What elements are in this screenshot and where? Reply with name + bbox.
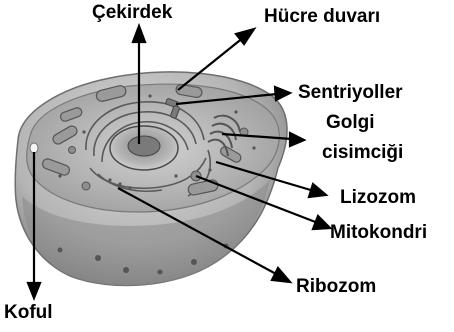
arrow-head-mitochondria xyxy=(313,216,330,229)
arrow-head-nucleus xyxy=(133,26,145,42)
label-golgi-line2: cisimciği xyxy=(322,140,403,166)
label-nucleus: Çekirdek xyxy=(92,2,172,24)
arrow-head-golgi xyxy=(290,133,304,146)
nucleus xyxy=(110,126,178,170)
vacuole xyxy=(30,143,38,153)
label-lysosome: Lizozom xyxy=(340,187,416,209)
label-centrioles: Sentriyoller xyxy=(298,82,403,104)
arrow-head-ribosome xyxy=(272,268,290,282)
label-cell-wall: Hücre duvarı xyxy=(264,6,380,28)
arrow-head-vacuole xyxy=(28,283,40,298)
arrow-head-centrioles xyxy=(275,87,290,100)
arrow-head-lysosome xyxy=(309,184,326,197)
label-mitochondria: Mitokondri xyxy=(330,222,427,244)
label-vacuole: Koful xyxy=(4,302,53,324)
label-ribosome: Ribozom xyxy=(296,276,376,298)
label-golgi-line1: Golgi xyxy=(326,110,375,136)
